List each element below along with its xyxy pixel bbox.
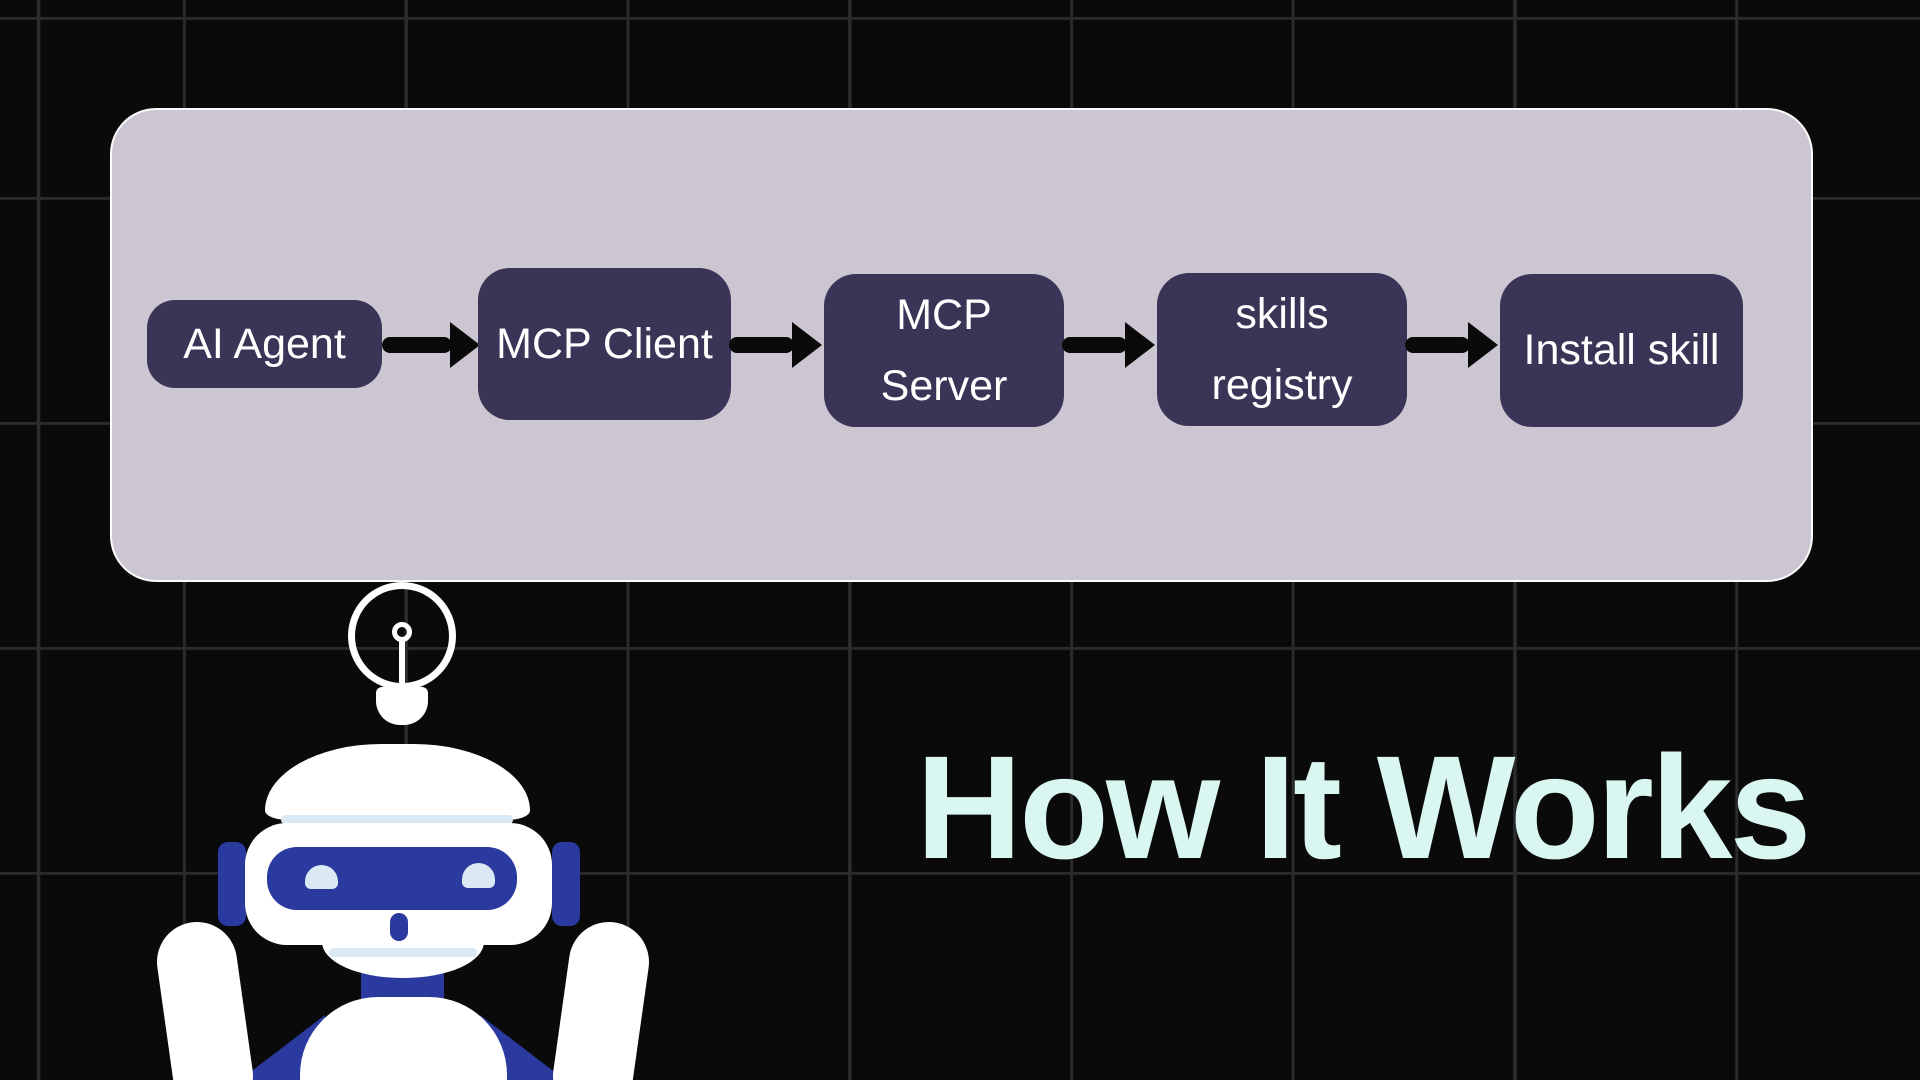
- flow-box-ai-agent: AI Agent: [147, 300, 382, 388]
- flow-arrow-1-head: [450, 322, 480, 368]
- robot-eye-right: [462, 863, 495, 888]
- robot-jaw-stripe: [329, 948, 477, 957]
- robot-body: [300, 997, 507, 1080]
- page-title: How It Works: [916, 726, 1811, 890]
- flow-arrow-2-line: [729, 337, 794, 353]
- robot-ear-right: [552, 842, 580, 926]
- robot-ear-left: [218, 842, 246, 926]
- flow-arrow-4-head: [1468, 322, 1498, 368]
- lightbulb-base: [376, 687, 428, 725]
- lightbulb-filament-stem: [399, 640, 405, 690]
- flow-box-install-skill: Install skill: [1500, 274, 1743, 427]
- flow-arrow-2-head: [792, 322, 822, 368]
- flow-box-skills-registry: skills registry: [1157, 273, 1407, 426]
- flow-arrow-3-head: [1125, 322, 1155, 368]
- robot-arm-left: [151, 916, 259, 1080]
- robot-eye-left: [305, 865, 338, 889]
- flow-arrow-3-line: [1062, 337, 1127, 353]
- robot-dome-stripe: [281, 815, 513, 824]
- flow-box-mcp-server: MCP Server: [824, 274, 1064, 427]
- flow-arrow-4-line: [1405, 337, 1470, 353]
- robot-head-dome: [265, 744, 530, 820]
- robot-arm-right: [547, 916, 655, 1080]
- robot-mouth: [390, 913, 408, 941]
- flow-arrow-1-line: [382, 337, 452, 353]
- flow-box-mcp-client: MCP Client: [478, 268, 731, 420]
- lightbulb-filament-dot: [392, 622, 412, 642]
